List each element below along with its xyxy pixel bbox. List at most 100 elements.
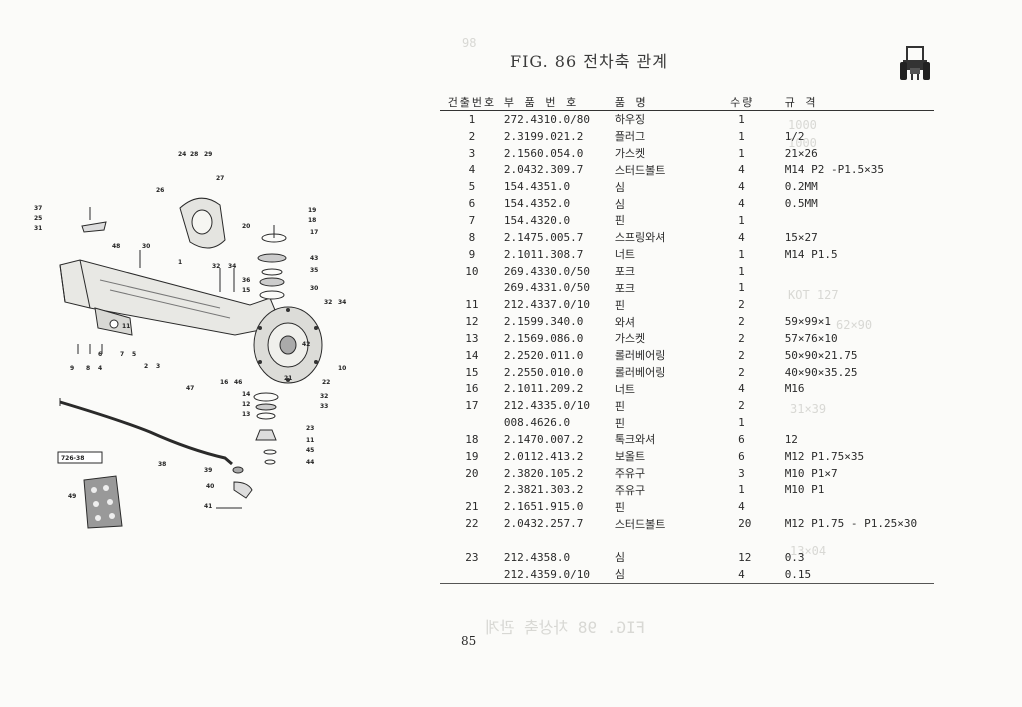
cell-part-no: 2.1569.086.0 — [503, 331, 584, 345]
callout-label: 11 — [122, 323, 130, 330]
callout-label: 3 — [156, 363, 160, 370]
cell-item-no: 23 — [465, 550, 479, 564]
cell-spec: 57×76×10 — [784, 331, 838, 345]
cell-part-no: 2.0432.309.7 — [503, 163, 584, 177]
callout-label: 42 — [302, 341, 310, 348]
cell-part-no: 154.4351.0 — [503, 180, 571, 194]
cell-quantity: 1 — [738, 264, 745, 278]
cell-part-no: 008.4626.0 — [503, 416, 571, 430]
callout-label: 16 — [220, 379, 228, 386]
callout-label: 29 — [204, 151, 212, 158]
cell-part-name: 심 — [614, 565, 731, 584]
callout-label: 9 — [70, 365, 74, 372]
callout-label: 45 — [306, 447, 314, 454]
cell-item-no: 12 — [465, 315, 479, 329]
cell-part-no: 269.4330.0/50 — [503, 264, 590, 278]
callout-label: 1 — [178, 259, 182, 266]
callout-label: 23 — [306, 425, 314, 432]
cell-part-name: 너트 — [614, 248, 636, 262]
cell-quantity: 4 — [730, 565, 785, 584]
cell-part-name: 핀 — [614, 500, 625, 514]
cell-spec — [785, 279, 934, 296]
cell-quantity: 4 — [738, 197, 745, 211]
cell-spec — [785, 498, 934, 515]
header-quantity: 수량 — [730, 93, 785, 111]
callout-label: 18 — [308, 217, 316, 224]
cell-part-no: 154.4352.0 — [503, 197, 571, 211]
callout-label: 47 — [186, 385, 194, 392]
cell-spec: 0.3 — [784, 550, 805, 564]
cell-quantity: 1 — [738, 129, 745, 143]
cell-part-name: 주유구 — [614, 467, 646, 481]
cell-part-no: 212.4359.0/10 — [503, 565, 615, 584]
page-title: FIG. 86 전차축 관계 — [510, 52, 668, 71]
cell-part-name: 와셔 — [614, 315, 636, 329]
callout-label: 31 — [34, 225, 42, 232]
cell-item-no — [440, 414, 504, 431]
cell-part-no: 2.0432.257.7 — [503, 517, 584, 531]
cell-part-name: 포크 — [614, 265, 636, 279]
cell-spec: 12 — [784, 432, 798, 446]
cell-item-no: 18 — [465, 432, 479, 446]
cell-part-no: 2.3820.105.2 — [503, 466, 584, 480]
callout-label: 17 — [310, 229, 318, 236]
cell-spec — [785, 263, 934, 280]
cell-spec: M14 P2 -P1.5×35 — [784, 163, 885, 177]
callout-label: 36 — [242, 277, 250, 284]
callout-label: 2 — [144, 363, 148, 370]
header-part-name: 품 명 — [614, 93, 731, 111]
cell-spec: M10 P1×7 — [784, 466, 838, 480]
cell-item-no: 7 — [468, 213, 476, 227]
cell-quantity: 1 — [738, 483, 745, 497]
table-row — [440, 532, 934, 549]
cell-spec: M12 P1.75 - P1.25×30 — [784, 517, 918, 531]
cell-item-no: 15 — [465, 365, 479, 379]
callout-label: 25 — [34, 215, 42, 222]
cell-spec: M10 P1 — [784, 483, 825, 497]
cell-spec — [785, 397, 934, 414]
cell-part-name: 핀 — [614, 399, 625, 413]
callout-label: 8 — [86, 365, 90, 372]
cell-quantity: 1 — [738, 112, 745, 126]
callout-label: 19 — [308, 207, 316, 214]
callout-label: 5 — [132, 351, 136, 358]
callout-label: 12 — [242, 401, 250, 408]
cell-part-name: 핀 — [614, 416, 625, 430]
cell-spec: 15×27 — [784, 230, 818, 244]
callout-label: 13 — [242, 411, 250, 418]
cell-item-no — [440, 565, 504, 584]
callout-label: 32 — [212, 263, 220, 270]
callout-label: 27 — [216, 175, 224, 182]
cell-part-no: 212.4358.0 — [503, 550, 571, 564]
cell-quantity: 20 — [738, 517, 752, 531]
callout-label: 30 — [142, 243, 150, 250]
cell-part-no: 2.3821.303.2 — [503, 483, 584, 497]
callout-label: 38 — [158, 461, 166, 468]
callout-label: 28 — [190, 151, 198, 158]
diagram-code: 726-38 — [61, 455, 84, 462]
cell-spec: 21×26 — [784, 146, 818, 160]
cell-spec: 40×90×35.25 — [784, 365, 858, 379]
callout-label: 46 — [234, 379, 242, 386]
cell-part-name: 심 — [614, 180, 625, 194]
cell-part-name: 심 — [614, 197, 625, 211]
cell-part-name: 스터드볼트 — [614, 517, 666, 531]
cell-item-no — [440, 279, 504, 296]
